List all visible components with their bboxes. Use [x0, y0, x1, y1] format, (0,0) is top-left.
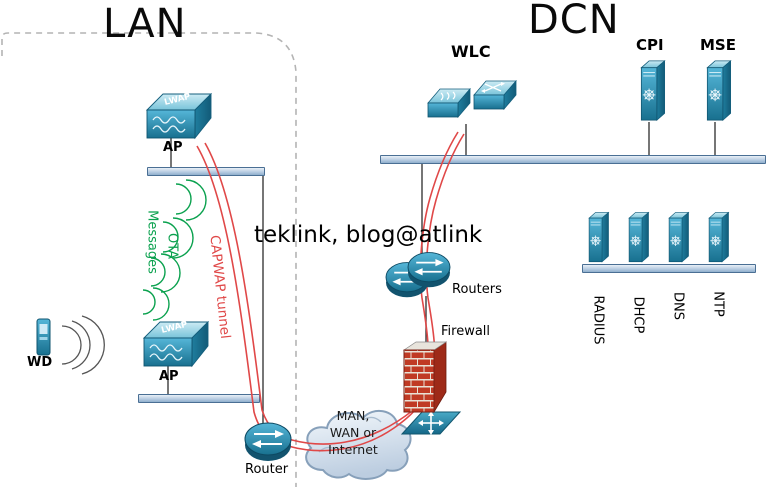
dhcp-label: DHCP — [630, 296, 646, 334]
dcn-routers-icon — [384, 248, 454, 302]
wd-label: WD — [27, 355, 53, 370]
cpi-server-icon — [637, 58, 667, 124]
watermark-text: teklink, blog@atlink — [254, 222, 483, 248]
ethernet-segment-lan-top — [147, 167, 265, 176]
radius-label: RADIUS — [590, 295, 606, 345]
wd-device-icon — [34, 316, 56, 358]
firewall-label: Firewall — [441, 324, 491, 339]
cpi-label: CPI — [636, 36, 664, 54]
firewall-icon — [398, 338, 462, 440]
ota-label: OTA — [164, 232, 180, 260]
dns-label: DNS — [670, 292, 686, 320]
ap-top-icon — [143, 88, 215, 144]
ethernet-segment-dcn-backbone — [380, 155, 766, 164]
radius-server-icon — [585, 210, 611, 265]
wan-router-icon — [243, 418, 293, 464]
wlc-label: WLC — [451, 42, 491, 61]
mse-label: MSE — [700, 36, 736, 54]
dhcp-server-icon — [625, 210, 651, 265]
dns-server-icon — [665, 210, 691, 265]
lan-region-border — [1, 32, 297, 487]
wan-cloud-label: MAN, WAN or Internet — [328, 408, 378, 457]
wd-wave-icons — [61, 315, 105, 375]
mse-server-icon — [703, 58, 733, 124]
dcn-title: DCN — [528, 0, 620, 43]
lan-title: LAN — [103, 1, 187, 47]
dcn-routers-label: Routers — [452, 282, 502, 297]
ap-top-label: AP — [163, 140, 183, 155]
ota-wave-icons — [142, 179, 207, 321]
ethernet-segment-lan-bottom — [138, 394, 260, 403]
ntp-label: NTP — [710, 291, 726, 317]
ntp-server-icon — [705, 210, 731, 265]
messages-label: Messages — [144, 210, 160, 274]
wlc-icon — [426, 78, 518, 130]
ap-bottom-icon — [140, 316, 212, 372]
ethernet-segment-dcn-servers — [582, 264, 756, 273]
ap-bottom-label: AP — [159, 369, 179, 384]
wan-router-label: Router — [245, 462, 289, 477]
